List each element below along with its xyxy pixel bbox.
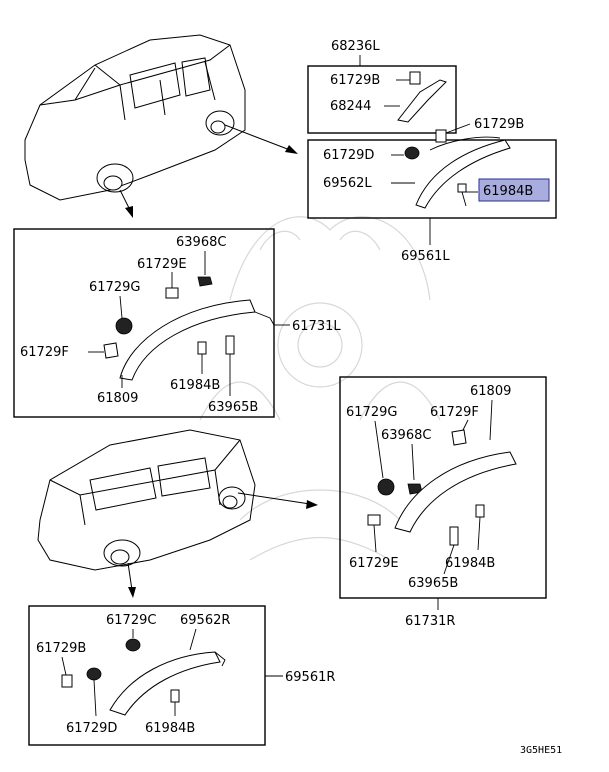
label-69561R: 69561R bbox=[285, 670, 335, 685]
clip-61729F-icon bbox=[103, 342, 119, 359]
watermark-emblem bbox=[199, 216, 441, 561]
label-61729F-left: 61729F bbox=[20, 345, 69, 360]
label-61729B-bot: 61729B bbox=[36, 641, 86, 656]
clip-61729G-right-icon bbox=[377, 478, 395, 496]
label-61729D-bot: 61729D bbox=[66, 721, 117, 736]
assembly-69561R: 61729C 69562R 61729B 61729D 61984B 69561… bbox=[28, 605, 335, 746]
fender-trim-61731R bbox=[394, 451, 517, 533]
label-61729G-left: 61729G bbox=[89, 280, 140, 295]
highlight-61984B[interactable] bbox=[478, 178, 550, 202]
label-63968C-right: 63968C bbox=[381, 428, 431, 443]
label-61809-right: 61809 bbox=[470, 384, 511, 399]
label-61729C: 61729C bbox=[106, 613, 156, 628]
label-69562R: 69562R bbox=[180, 613, 230, 628]
box-69561L bbox=[307, 139, 557, 219]
label-61984B-right: 61984B bbox=[445, 556, 495, 571]
label-63968C-left: 63968C bbox=[176, 235, 226, 250]
clip-61729D-icon bbox=[404, 146, 420, 160]
label-61731R: 61731R bbox=[405, 614, 455, 629]
label-69562L: 69562L bbox=[323, 176, 372, 191]
screw-63965B-right-icon bbox=[449, 526, 459, 546]
label-61729E-right: 61729E bbox=[349, 556, 399, 571]
assembly-61731L: 63968C 61729E 61729G 61729F 61731L 61984… bbox=[13, 228, 341, 418]
label-61731L: 61731L bbox=[292, 319, 341, 334]
box-61731R bbox=[339, 376, 547, 599]
diagram-code: 3G5HE51 bbox=[520, 745, 562, 756]
fender-flare-69562L bbox=[415, 139, 511, 209]
clip-61729F-right-icon bbox=[451, 429, 467, 446]
fender-trim-61731L bbox=[119, 299, 256, 381]
screw-61984B-icon bbox=[457, 183, 467, 193]
label-68244: 68244 bbox=[330, 99, 371, 114]
box-69561R bbox=[28, 605, 266, 746]
clip-61729D-bot-icon bbox=[86, 667, 102, 681]
label-61729B-top: 61729B bbox=[330, 73, 380, 88]
label-68236L: 68236L bbox=[331, 39, 380, 54]
clip-61729B-bot-icon bbox=[61, 674, 73, 688]
label-61809-left: 61809 bbox=[97, 391, 138, 406]
clip-63968C-icon bbox=[197, 276, 213, 287]
screw-61984B-bot-icon bbox=[170, 689, 180, 703]
clip-61729C-icon bbox=[125, 638, 141, 652]
label-69561L: 69561L bbox=[401, 249, 450, 264]
assembly-61731R: 61809 61729G 61729F 63968C 61729E 61984B… bbox=[339, 376, 547, 629]
label-61984B-highlighted[interactable]: 61984B bbox=[483, 184, 533, 199]
label-63965B-right: 63965B bbox=[408, 576, 458, 591]
clip-61729B-icon bbox=[409, 71, 421, 85]
label-61984B-bot: 61984B bbox=[145, 721, 195, 736]
box-68236L bbox=[307, 65, 457, 134]
car-illustration-top bbox=[24, 34, 298, 218]
screw-61984B-left-icon bbox=[197, 341, 207, 355]
assembly-69561L: 68236L 61729B 68244 61729B 61729D 69562L… bbox=[307, 39, 557, 264]
screw-61984B-right-icon bbox=[475, 504, 485, 518]
box-61731L bbox=[13, 228, 275, 418]
car-illustration-middle bbox=[37, 429, 318, 598]
label-61729F-right: 61729F bbox=[430, 405, 479, 420]
label-61729E-left: 61729E bbox=[137, 257, 187, 272]
fender-flare-69562R bbox=[109, 651, 221, 716]
label-63965B-left: 63965B bbox=[208, 400, 258, 415]
clip-61729E-icon bbox=[165, 287, 179, 299]
screw-63965B-icon bbox=[225, 335, 235, 355]
clip-61729E-right-icon bbox=[367, 514, 381, 526]
clip-61729B-mid-icon bbox=[435, 129, 447, 143]
label-61729G-right: 61729G bbox=[346, 405, 397, 420]
molding-68244 bbox=[397, 79, 447, 123]
label-61729B-mid: 61729B bbox=[474, 117, 524, 132]
label-61984B-left: 61984B bbox=[170, 378, 220, 393]
clip-61729G-icon bbox=[115, 317, 133, 335]
label-61729D-top: 61729D bbox=[323, 148, 374, 163]
